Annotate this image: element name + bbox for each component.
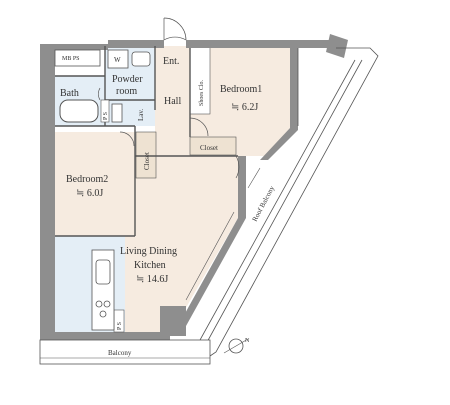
label-ldk-size: ≒ 14.6J [136, 274, 168, 285]
label-balcony: Balcony [108, 349, 132, 357]
label-bedroom1-size: ≒ 6.2J [231, 102, 258, 113]
label-powder-2: room [116, 86, 137, 97]
balcony-area [39, 339, 211, 365]
walls [40, 34, 348, 340]
partitions [55, 46, 238, 237]
label-ps-kitchen: P S [117, 322, 123, 330]
doors [98, 17, 240, 179]
label-lav: Lav. [137, 109, 145, 121]
bedroom1-floor [190, 48, 290, 156]
label-shoes-closet: Shoes Clo. [199, 79, 205, 106]
label-closet-bed2: Closet [143, 152, 151, 170]
label-bedroom2-name: Bedroom2 [66, 174, 108, 185]
label-roof-balcony: Roof Balcony [251, 184, 277, 223]
washing-machine [107, 49, 129, 69]
label-entrance: Ent. [163, 56, 179, 67]
bathtub [59, 99, 99, 123]
bedroom2-floor [55, 132, 135, 236]
windows [185, 167, 261, 301]
lavatory-sink [111, 103, 123, 123]
label-hall: Hall [164, 96, 181, 107]
hall-floor [155, 46, 190, 156]
label-powder-1: Powder [112, 74, 143, 85]
label-w: W [114, 56, 121, 64]
label-north: N [245, 338, 250, 344]
closet-bed1 [189, 136, 237, 156]
toilet [131, 51, 151, 67]
kitchen-sink [95, 259, 111, 285]
label-bath: Bath [60, 88, 79, 99]
label-ldk-1: Living Dining [120, 246, 177, 257]
label-ps-bath: P S [103, 112, 109, 120]
ps-box-bath [100, 99, 110, 123]
roof-balcony-outline [199, 47, 379, 357]
stove [95, 300, 111, 318]
label-bedroom2-size: ≒ 6.0J [76, 188, 103, 199]
label-ldk-2: Kitchen [134, 260, 166, 271]
label-closet-bed1: Closet [200, 144, 218, 152]
label-mbps: MB PS [62, 56, 80, 62]
label-bedroom1-name: Bedroom1 [220, 84, 262, 95]
north-compass-icon: N [223, 338, 250, 354]
closet-bed2 [135, 131, 157, 179]
ldk-floor [125, 156, 238, 332]
